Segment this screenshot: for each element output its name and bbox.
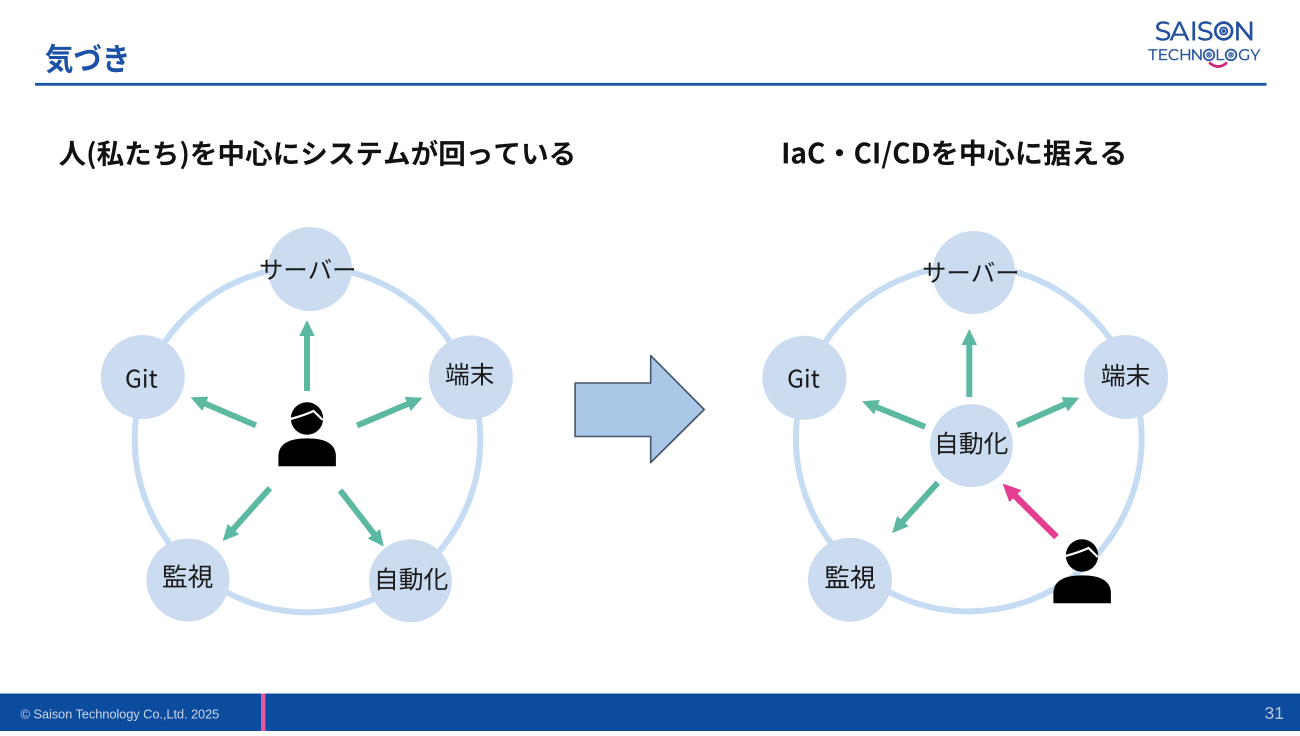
svg-text:31: 31 [1265,703,1284,723]
svg-text:© Saison Technology Co.,Ltd. 2: © Saison Technology Co.,Ltd. 2025 [21,707,220,722]
